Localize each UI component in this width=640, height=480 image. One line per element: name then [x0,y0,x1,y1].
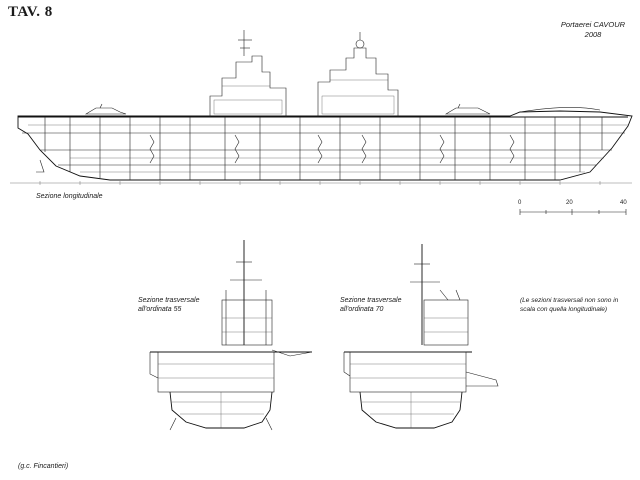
aircraft-left [84,103,127,115]
frame-ticks [39,181,601,185]
aircraft-right [444,103,491,115]
scale-tick-40: 40 [620,200,627,206]
ship-name: Portaerei CAVOUR [560,20,626,29]
plate-title: TAV. 8 [8,4,53,20]
section-55-line1: Sezione trasversale [138,297,200,304]
bulkheads [44,117,603,180]
hull-outline [17,110,633,181]
longitudinal-section-label: Sezione longitudinale [36,193,103,200]
scale-tick-0: 0 [518,200,522,206]
credit-label: (g.c. Fincantieri) [18,463,69,470]
section-55-label: Sezione trasversale all'ordinata 55 [138,296,199,314]
section-70-drawing [343,244,499,429]
section-70-line2: all'ordinata 70 [340,306,384,313]
island-forward [209,30,287,117]
longitudinal-section-drawing [10,30,633,185]
ship-year: 2008 [584,30,602,39]
section-55-line2: all'ordinata 55 [138,306,182,313]
section-55-drawing [149,240,313,431]
section-70-label: Sezione trasversale all'ordinata 70 [340,296,401,314]
scale-tick-20: 20 [566,200,573,206]
stairways [149,134,515,164]
bow-ramp [519,107,601,113]
scale-note: (Le sezioni trasversali non sono in scal… [520,297,619,313]
section-70-line1: Sezione trasversale [340,297,402,304]
island-aft [317,32,399,117]
ship-title: Portaerei CAVOUR 2008 [548,20,638,40]
scale-bar [519,209,627,215]
rudder [36,159,45,173]
